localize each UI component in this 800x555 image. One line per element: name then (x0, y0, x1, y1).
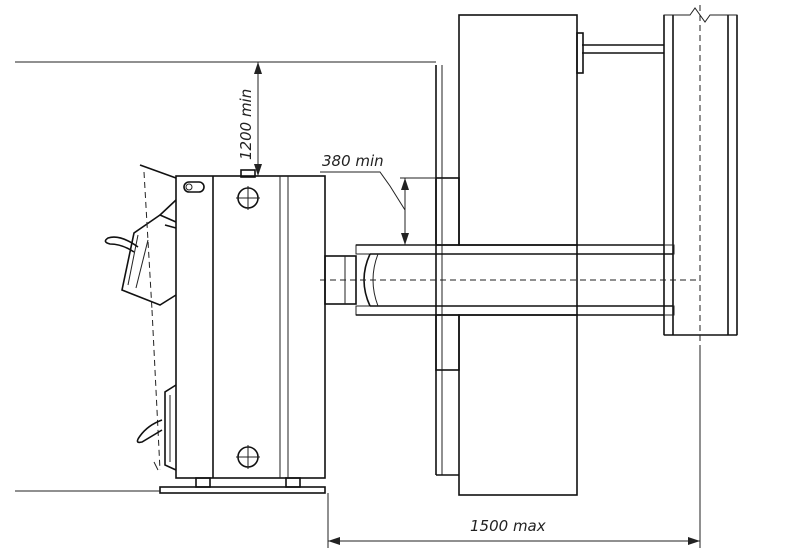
brick-wall (435, 14, 578, 496)
boiler (104, 164, 326, 494)
flue-pipe (320, 177, 700, 371)
chimney (576, 5, 738, 345)
dimension-length: 1500 max (327, 345, 701, 548)
dimension-height: 1200 min (237, 62, 262, 176)
dimension-offset-label: 380 min (322, 152, 384, 170)
dimension-height-label: 1200 min (237, 89, 255, 160)
dimension-offset: 380 min (320, 152, 436, 246)
dimension-length-label: 1500 max (470, 517, 546, 535)
